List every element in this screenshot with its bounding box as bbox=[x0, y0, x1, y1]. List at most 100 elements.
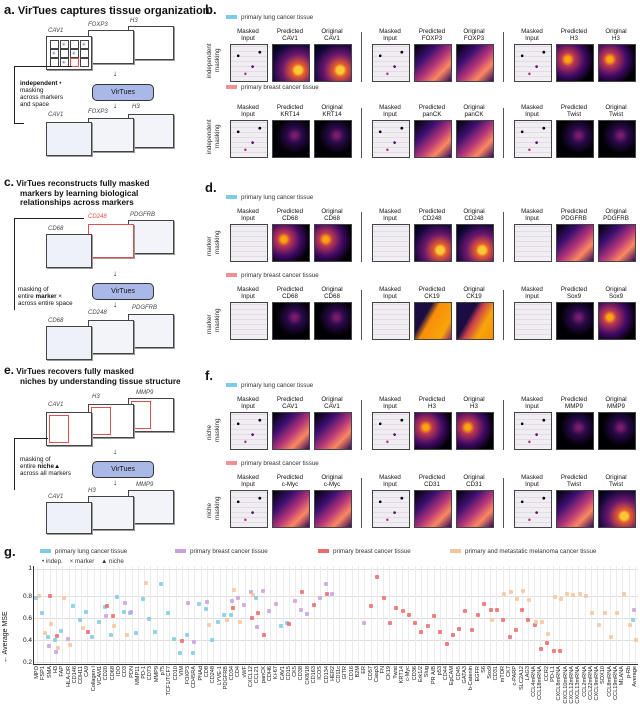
x-tick-label: MMP9 bbox=[153, 666, 160, 683]
data-point bbox=[185, 601, 190, 606]
grid-line bbox=[358, 566, 360, 664]
grid-line bbox=[439, 566, 441, 664]
data-point bbox=[438, 629, 443, 634]
data-point bbox=[80, 625, 85, 630]
data-point bbox=[191, 640, 196, 645]
predicted-image bbox=[556, 44, 594, 82]
data-point bbox=[450, 632, 455, 637]
x-tick-label: CA9 bbox=[84, 666, 91, 677]
arrow-line bbox=[14, 66, 72, 67]
tissue-card bbox=[46, 36, 92, 70]
tissue-card bbox=[88, 320, 134, 354]
grid-line bbox=[251, 566, 253, 664]
x-tick-label: SOX10 bbox=[600, 666, 607, 685]
y-tick: 1 bbox=[28, 565, 32, 572]
data-point bbox=[104, 604, 109, 609]
x-tick-label: CD57 bbox=[367, 666, 374, 681]
down-arrow-icon: ↓ bbox=[113, 101, 117, 110]
grid-line bbox=[383, 566, 385, 664]
x-tick-label: CD45 bbox=[455, 666, 462, 681]
tissue-card bbox=[88, 118, 134, 152]
original-image bbox=[314, 490, 352, 528]
panel-e-caption: masking of entire niche▲ across all mark… bbox=[20, 456, 72, 477]
grid-line bbox=[93, 566, 95, 664]
panel-c-caption: masking of entire marker × across entire… bbox=[18, 286, 73, 307]
row-label: masking bbox=[214, 308, 221, 332]
original-image bbox=[456, 302, 494, 340]
data-point bbox=[159, 581, 164, 586]
predicted-image bbox=[414, 120, 452, 158]
predicted-image bbox=[414, 224, 452, 262]
masked-input-image bbox=[230, 412, 268, 450]
marker-label: CAV1 bbox=[48, 494, 64, 500]
data-point bbox=[502, 592, 507, 597]
data-point bbox=[242, 603, 247, 608]
tissue-card bbox=[88, 496, 134, 530]
data-point bbox=[565, 592, 570, 597]
data-point bbox=[299, 590, 304, 595]
down-arrow-icon: ↓ bbox=[113, 300, 117, 309]
data-point bbox=[197, 602, 202, 607]
grid-line bbox=[345, 566, 347, 664]
data-point bbox=[419, 629, 424, 634]
data-point bbox=[122, 601, 127, 606]
grid-line bbox=[244, 566, 246, 664]
x-tick-label: TCF1/TCF7 bbox=[166, 666, 173, 696]
x-tick-label: HLA-DR bbox=[65, 666, 72, 687]
data-point bbox=[312, 603, 317, 608]
x-tick-label: CD146 bbox=[71, 666, 78, 684]
x-tick-label: SLC2A12 bbox=[518, 666, 525, 690]
marker-label: PDGFRB bbox=[130, 212, 156, 218]
marker-label: CD68 bbox=[48, 318, 64, 324]
grid-line bbox=[565, 566, 567, 664]
data-point bbox=[324, 581, 329, 586]
predicted-image bbox=[556, 302, 594, 340]
masked-input-image bbox=[372, 302, 410, 340]
data-point bbox=[513, 627, 518, 632]
data-point bbox=[584, 594, 589, 599]
data-point bbox=[209, 638, 214, 643]
grid-line bbox=[521, 566, 523, 664]
masked-input-image bbox=[230, 44, 268, 82]
x-tick-label: Collagen I bbox=[90, 666, 97, 692]
x-tick-label: CD3 bbox=[122, 666, 129, 678]
chart-legend-markers: • indep. × marker ▲ niche bbox=[42, 558, 124, 565]
masked-input-image bbox=[372, 44, 410, 82]
original-image bbox=[314, 412, 352, 450]
predicted-image bbox=[414, 490, 452, 528]
x-tick-label: Twist bbox=[392, 666, 399, 679]
grid-line bbox=[276, 566, 278, 664]
data-point bbox=[571, 593, 576, 598]
grid-line bbox=[156, 566, 158, 664]
grid-line bbox=[200, 566, 202, 664]
data-point bbox=[66, 636, 71, 641]
virtues-model-box: VirTues bbox=[92, 461, 154, 478]
tissue-card bbox=[128, 220, 174, 254]
data-point bbox=[325, 592, 330, 597]
data-point bbox=[54, 633, 59, 638]
data-point bbox=[590, 611, 595, 616]
marker-label: H3 bbox=[132, 104, 140, 110]
y-tick: 0.8 bbox=[22, 593, 32, 600]
grid-line bbox=[458, 566, 460, 664]
grid-line bbox=[181, 566, 183, 664]
tissue-card bbox=[46, 412, 92, 446]
marker-label: H3 bbox=[92, 394, 100, 400]
x-tick-label: VIM bbox=[178, 666, 185, 676]
grid-line bbox=[320, 566, 322, 664]
row-label: masking bbox=[214, 48, 221, 72]
